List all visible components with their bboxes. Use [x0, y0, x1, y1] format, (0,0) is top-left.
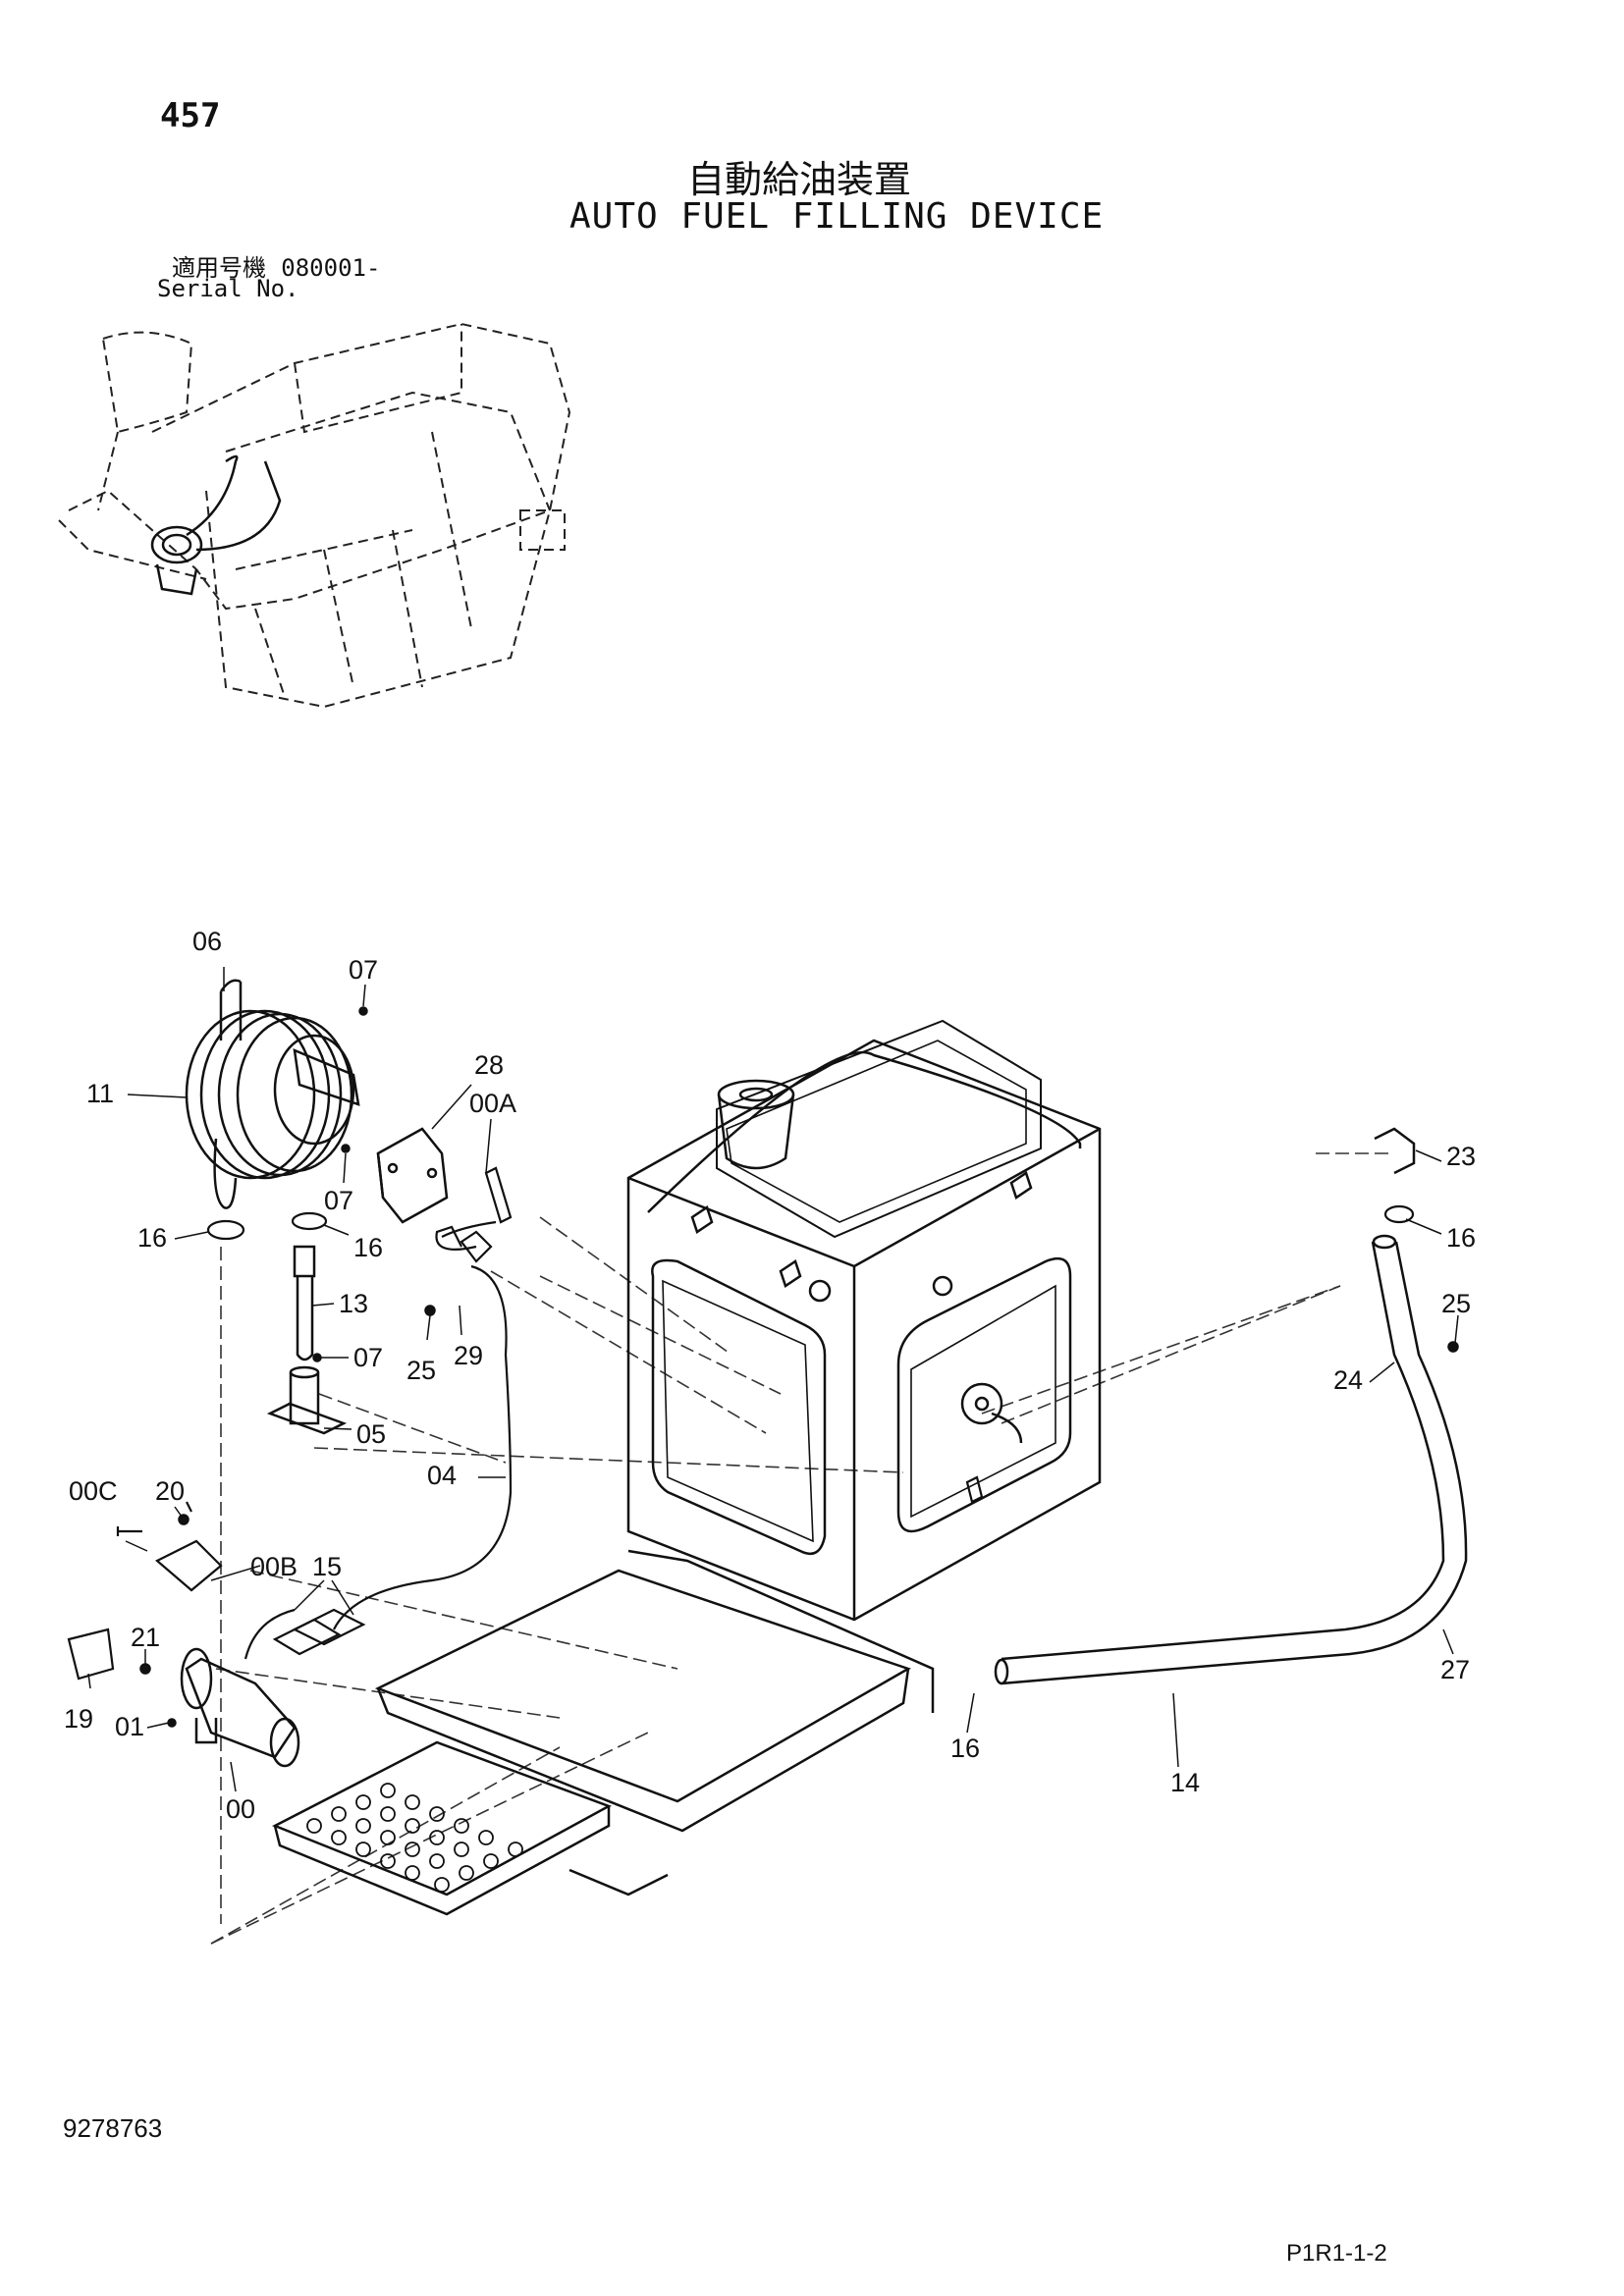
small-bolts — [139, 1006, 1459, 1728]
hose-reel — [185, 979, 360, 1209]
return-hose — [994, 1127, 1468, 1685]
drawing-number: 9278763 — [63, 2113, 163, 2143]
serial-label-english: Serial No. — [157, 275, 299, 302]
wire-harness — [244, 1166, 513, 1660]
callout-25: 25 — [406, 1356, 436, 1385]
step-perforations — [306, 1783, 523, 1893]
fuel-tank — [626, 1019, 1102, 1622]
page-number: 457 — [160, 96, 221, 135]
callout-20: 20 — [155, 1476, 185, 1506]
callout-07: 07 — [349, 955, 378, 985]
callout-14: 14 — [1170, 1768, 1200, 1797]
serial-label-ja-text: 適用号機 — [172, 254, 266, 282]
callout-00C: 00C — [69, 1476, 118, 1506]
callout-13: 13 — [339, 1289, 368, 1318]
serial-number: 080001- — [281, 254, 381, 282]
fuel-pump — [180, 1647, 300, 1768]
assembly-leader-lines — [210, 1152, 1389, 1945]
callout-16: 16 — [353, 1233, 383, 1262]
callout-07: 07 — [353, 1343, 383, 1372]
callout-06: 06 — [192, 927, 222, 956]
callout-16: 16 — [950, 1734, 980, 1763]
callout-00A: 00A — [469, 1089, 516, 1118]
callout-28: 28 — [474, 1050, 504, 1080]
page-code: P1R1-1-2 — [1286, 2240, 1387, 2267]
pump-brackets — [67, 1501, 223, 1681]
callout-27: 27 — [1440, 1655, 1470, 1684]
title-english: AUTO FUEL FILLING DEVICE — [569, 196, 1105, 237]
callout-05: 05 — [356, 1419, 386, 1449]
callout-19: 19 — [64, 1704, 93, 1734]
callout-07: 07 — [324, 1186, 353, 1215]
bracket — [376, 1127, 449, 1224]
callout-16: 16 — [1446, 1223, 1476, 1253]
overview-reel-highlight — [150, 454, 282, 596]
callout-01: 01 — [115, 1712, 144, 1741]
base-plate-and-step — [271, 1549, 935, 1916]
nozzle-holder — [266, 1245, 348, 1435]
machine-overview-sketch — [58, 322, 571, 709]
callout-21: 21 — [131, 1623, 160, 1652]
callout-00B: 00B — [250, 1552, 298, 1581]
callout-23: 23 — [1446, 1142, 1476, 1171]
callout-00: 00 — [226, 1794, 255, 1824]
title-japanese: 自動給油装置 — [687, 158, 912, 201]
callout-29: 29 — [454, 1341, 483, 1370]
serial-label-japanese: 適用号機 080001- — [172, 248, 380, 283]
callout-labels: 06 07 28 11 07 00A 16 16 13 07 25 29 05 … — [64, 927, 1476, 1824]
callout-04: 04 — [427, 1461, 457, 1490]
callout-25: 25 — [1441, 1289, 1471, 1318]
clamps — [206, 1204, 1415, 1504]
callout-leaders — [87, 967, 1459, 1792]
callout-16: 16 — [137, 1223, 167, 1253]
callout-15: 15 — [312, 1552, 342, 1581]
callout-11: 11 — [86, 1079, 114, 1108]
callout-24: 24 — [1333, 1365, 1363, 1395]
